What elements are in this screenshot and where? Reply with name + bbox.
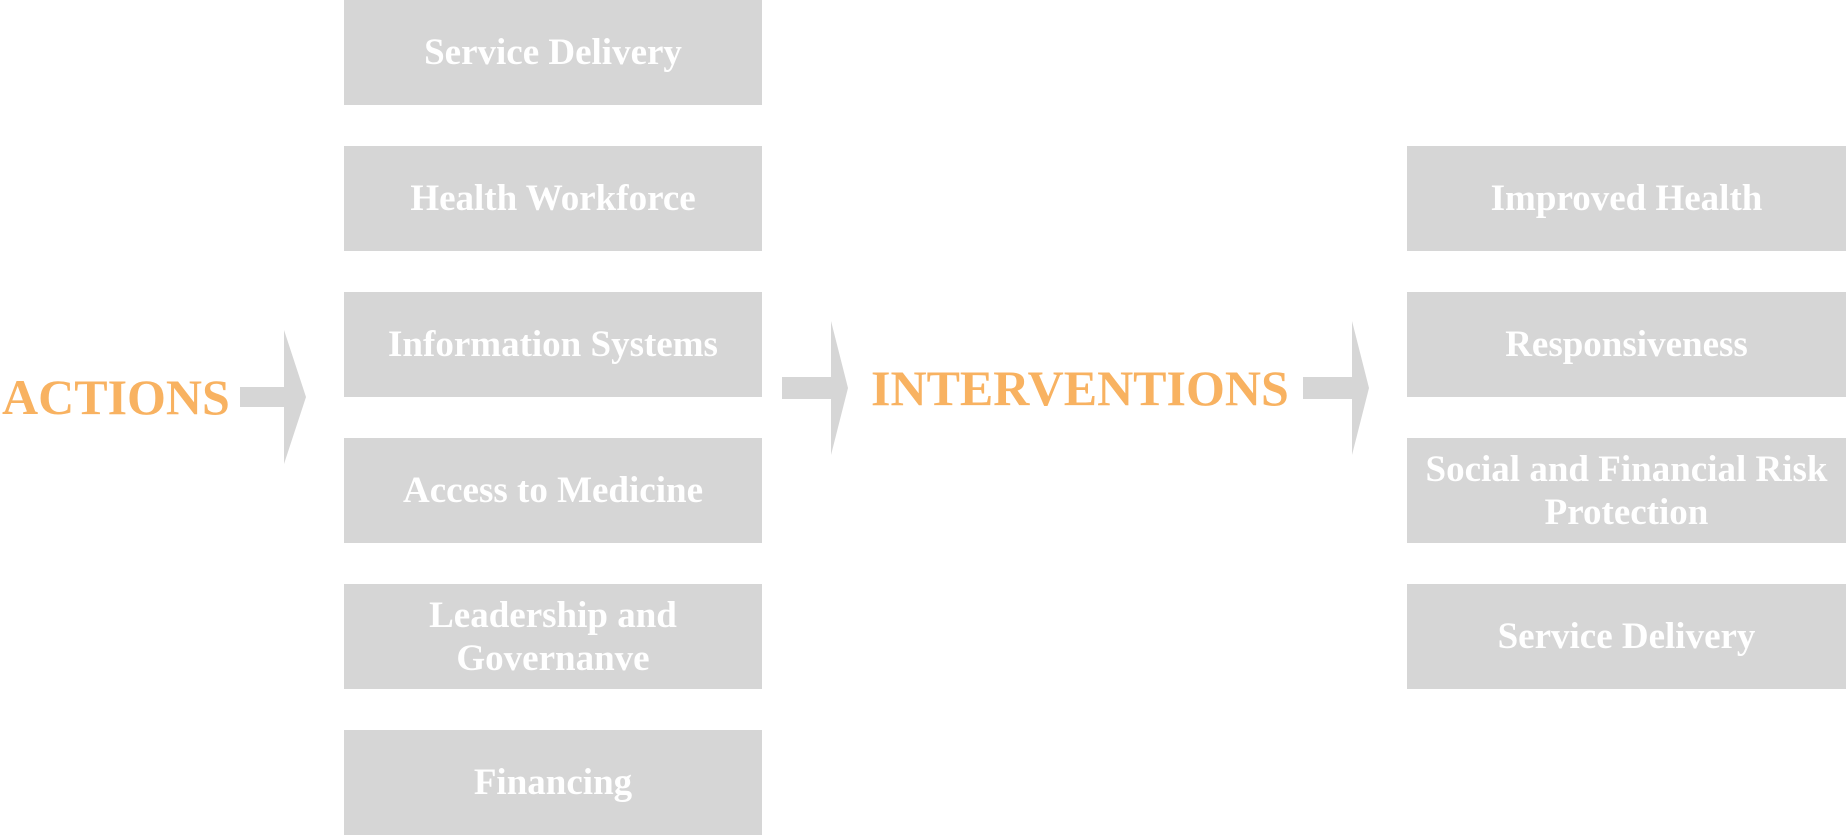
action-box-label: Financing (473, 762, 633, 803)
interventions-label: INTERVENTIONS (871, 360, 1289, 416)
action-box-label: Health Workforce (410, 178, 696, 219)
outcome-box-label: Improved Health (1490, 178, 1763, 219)
actions-label: ACTIONS (2, 369, 230, 425)
arrow-actions-icon (240, 330, 306, 464)
action-box-label: Access to Medicine (402, 470, 703, 511)
outcome-box-service-delivery: Service Delivery (1407, 584, 1846, 689)
arrow-to-outcomes-icon (1303, 321, 1369, 455)
action-box-financing: Financing (344, 730, 762, 835)
action-box-health-workforce: Health Workforce (344, 146, 762, 251)
action-box-access-to-medicine: Access to Medicine (344, 438, 762, 543)
action-box-information-systems: Information Systems (344, 292, 762, 397)
action-box-label: Leadership and Governanve (429, 594, 677, 679)
outcome-box-improved-health: Improved Health (1407, 146, 1846, 251)
outcome-box-responsiveness: Responsiveness (1407, 292, 1846, 397)
outcome-box-label: Responsiveness (1505, 324, 1748, 365)
action-box-leadership-governance: Leadership and Governanve (344, 584, 762, 689)
outcome-box-label: Social and Financial Risk Protection (1425, 448, 1828, 533)
action-box-label: Service Delivery (424, 32, 682, 73)
action-box-service-delivery: Service Delivery (344, 0, 762, 105)
action-box-label: Information Systems (388, 324, 718, 365)
outcome-box-risk-protection: Social and Financial Risk Protection (1407, 438, 1846, 543)
arrow-to-interventions-icon (782, 321, 848, 455)
outcome-box-label: Service Delivery (1497, 616, 1756, 657)
